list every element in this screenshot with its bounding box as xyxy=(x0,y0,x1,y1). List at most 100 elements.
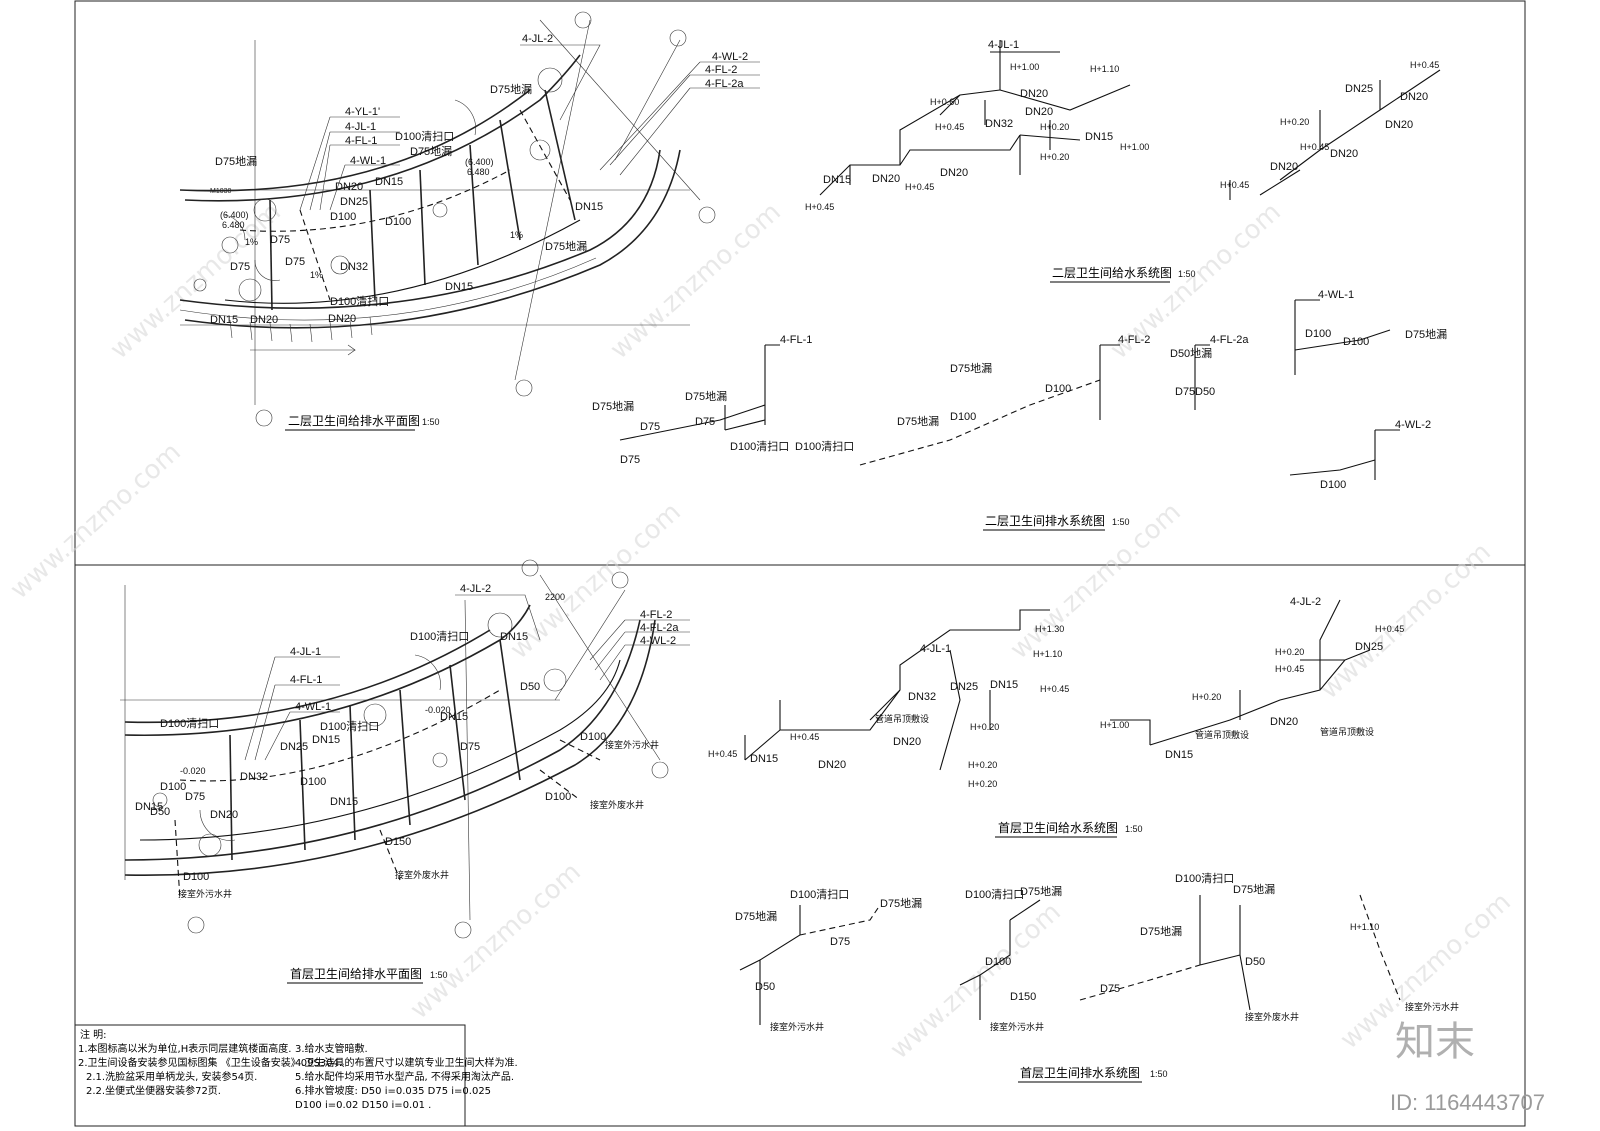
label-f1-waste-well: 接室外废水井 xyxy=(590,799,644,810)
label-f2-d100: D100 xyxy=(330,211,356,223)
label-f2d-d50-drain: D50地漏 xyxy=(1170,347,1212,360)
note-2-2: 2.2.坐便式坐便器安装参72页. xyxy=(86,1084,221,1097)
label-f2d-wl1: 4-WL-1 xyxy=(1318,289,1354,301)
label-f1s-h020: H+0.20 xyxy=(1275,647,1304,657)
label-f2-door: M1030 xyxy=(210,188,232,195)
axis-bubble xyxy=(521,559,539,577)
label-f1s-h130: H+1.30 xyxy=(1035,624,1064,634)
axis-bubble xyxy=(454,921,472,939)
label-f2d-d100: D100 xyxy=(1343,336,1369,348)
label-f1s-dn20: DN20 xyxy=(893,736,921,748)
label-f2-d75-drain: D75地漏 xyxy=(545,240,587,253)
label-f2s-dn15: DN15 xyxy=(1085,131,1113,143)
note-1: 1.本图标高以米为单位,H表示同层建筑楼面高度. xyxy=(78,1042,291,1055)
label-f2-d75: D75 xyxy=(270,234,290,246)
label-f1-level: -0.020 xyxy=(425,705,451,715)
label-f2s-dn20: DN20 xyxy=(1400,91,1428,103)
label-f2-d75: D75 xyxy=(230,261,250,273)
label-f2s-dn20: DN20 xyxy=(1020,88,1048,100)
label-f2d-fl1: 4-FL-1 xyxy=(780,334,812,346)
label-f1-fl1: 4-FL-1 xyxy=(290,674,322,686)
label-f1d-d100-cleanout: D100清扫口 xyxy=(965,888,1024,901)
label-f2d-d75: D75 xyxy=(640,421,660,433)
notes-block: 注 明: 1.本图标高以米为单位,H表示同层建筑楼面高度. 2.卫生间设备安装参… xyxy=(74,1024,518,1127)
label-f2-fl2a: 4-FL-2a xyxy=(705,78,744,90)
label-f1-d50: D50 xyxy=(520,681,540,693)
label-f1d-d75-drain: D75地漏 xyxy=(880,897,922,910)
label-f1-d100-cleanout: D100清扫口 xyxy=(320,720,379,733)
axis-bubble xyxy=(611,571,629,589)
label-f1d-sewage-well: 接室外污水井 xyxy=(990,1021,1044,1032)
label-f2-dn20: DN20 xyxy=(328,313,356,325)
title-scale: 1:50 xyxy=(1178,269,1196,279)
label-f2-dn25: DN25 xyxy=(340,196,368,208)
title-f2-drain: 二层卫生间排水系统图 xyxy=(985,514,1105,528)
label-f2-slope: 1% xyxy=(310,270,323,280)
label-f1-d100: D100 xyxy=(545,791,571,803)
label-f2s-h045: H+0.45 xyxy=(905,182,934,192)
label-f2d-d75-drain: D75地漏 xyxy=(1405,328,1447,341)
label-f1s-h045: H+0.45 xyxy=(1275,664,1304,674)
title-f1-drain: 首层卫生间排水系统图 xyxy=(1020,1066,1140,1080)
label-f1s-dn20: DN20 xyxy=(818,759,846,771)
label-f1s-ceiling: 管道吊顶敷设 xyxy=(1320,726,1374,737)
label-f2-slope: 1% xyxy=(245,237,258,247)
label-f1-d100: D100 xyxy=(160,781,186,793)
watermark-text: www.znzmo.com xyxy=(605,197,787,365)
f2-plan: 4-JL-2 4-WL-2 4-FL-2 4-FL-2a 4-YL-1' 4-J… xyxy=(179,11,760,431)
label-f1-d100-cleanout: D100清扫口 xyxy=(410,630,469,643)
label-f1-fl2: 4-FL-2 xyxy=(640,609,672,621)
label-f2-jl2: 4-JL-2 xyxy=(522,33,553,45)
label-f1-dn25: DN25 xyxy=(280,741,308,753)
label-f2-d100: D100 xyxy=(385,216,411,228)
axis-bubble xyxy=(255,409,273,427)
label-f2d-d100: D100 xyxy=(1305,328,1331,340)
label-f1s-ceiling: 管道吊顶敷设 xyxy=(875,713,929,724)
label-f1s-h045: H+0.45 xyxy=(1375,624,1404,634)
label-f2s-h060: H+0.60 xyxy=(930,97,959,107)
label-f1-dn20: DN20 xyxy=(210,809,238,821)
label-f1s-dn25: DN25 xyxy=(950,681,978,693)
label-f2s-dn15: DN15 xyxy=(823,174,851,186)
label-f1s-h020: H+0.20 xyxy=(968,760,997,770)
note-5: 5.给水配件均采用节水型产品, 不得采用淘汰产品. xyxy=(295,1070,514,1083)
label-f2-dn15: DN15 xyxy=(575,201,603,213)
label-f1-waste-well: 接室外废水井 xyxy=(395,869,449,880)
label-f1-dimension: 2200 xyxy=(545,592,565,602)
axis-bubble xyxy=(669,29,687,47)
label-f1s-h020: H+0.20 xyxy=(970,722,999,732)
label-f1-dn15: DN15 xyxy=(500,631,528,643)
label-f1s-h045: H+0.45 xyxy=(708,749,737,759)
label-f1d-waste-well: 接室外废水井 xyxy=(1245,1011,1299,1022)
label-f2s-dn20: DN20 xyxy=(872,173,900,185)
label-f1d-d75-drain: D75地漏 xyxy=(1233,883,1275,896)
label-f1d-d50: D50 xyxy=(755,981,775,993)
label-f2-dn15: DN15 xyxy=(445,281,473,293)
label-f2d-d75: D75 xyxy=(620,454,640,466)
label-f2s-h100: H+1.00 xyxy=(1120,142,1149,152)
label-f2-fl1: 4-FL-1 xyxy=(345,135,377,147)
label-f2s-h020: H+0.20 xyxy=(1280,117,1309,127)
axis-bubble xyxy=(187,916,205,934)
label-f1-jl2: 4-JL-2 xyxy=(460,583,491,595)
label-f1d-sewage-well: 接室外污水井 xyxy=(1405,1001,1459,1012)
f1-drain-system: D100清扫口 D100清扫口 D100清扫口 D75地漏 D75地漏 D75地… xyxy=(735,872,1459,1083)
note-6b: D100 i=0.02 D150 i=0.01 . xyxy=(295,1100,431,1111)
label-f1s-ceiling: 管道吊顶敷设 xyxy=(1195,729,1249,740)
title-scale: 1:50 xyxy=(422,417,440,427)
axis-bubble xyxy=(651,761,669,779)
label-f1s-h020: H+0.20 xyxy=(1192,692,1221,702)
label-f2s-h020: H+0.20 xyxy=(1040,122,1069,132)
label-f1-sewage-well: 接室外污水井 xyxy=(178,888,232,899)
label-f1s-dn15: DN15 xyxy=(750,753,778,765)
label-f2-wl1: 4-WL-1 xyxy=(350,155,386,167)
image-id: ID: 1164443707 xyxy=(1390,1090,1545,1115)
label-f2-dn20: DN20 xyxy=(250,314,278,326)
label-f1-dn15: DN15 xyxy=(440,711,468,723)
label-f2d-d100: D100 xyxy=(950,411,976,423)
label-f2s-dn20: DN20 xyxy=(1025,106,1053,118)
label-f1s-dn15: DN15 xyxy=(990,679,1018,691)
label-f2-d100-cleanout: D100清扫口 xyxy=(330,295,389,308)
label-f1d-d75: D75 xyxy=(830,936,850,948)
label-f2d-fl2: 4-FL-2 xyxy=(1118,334,1150,346)
